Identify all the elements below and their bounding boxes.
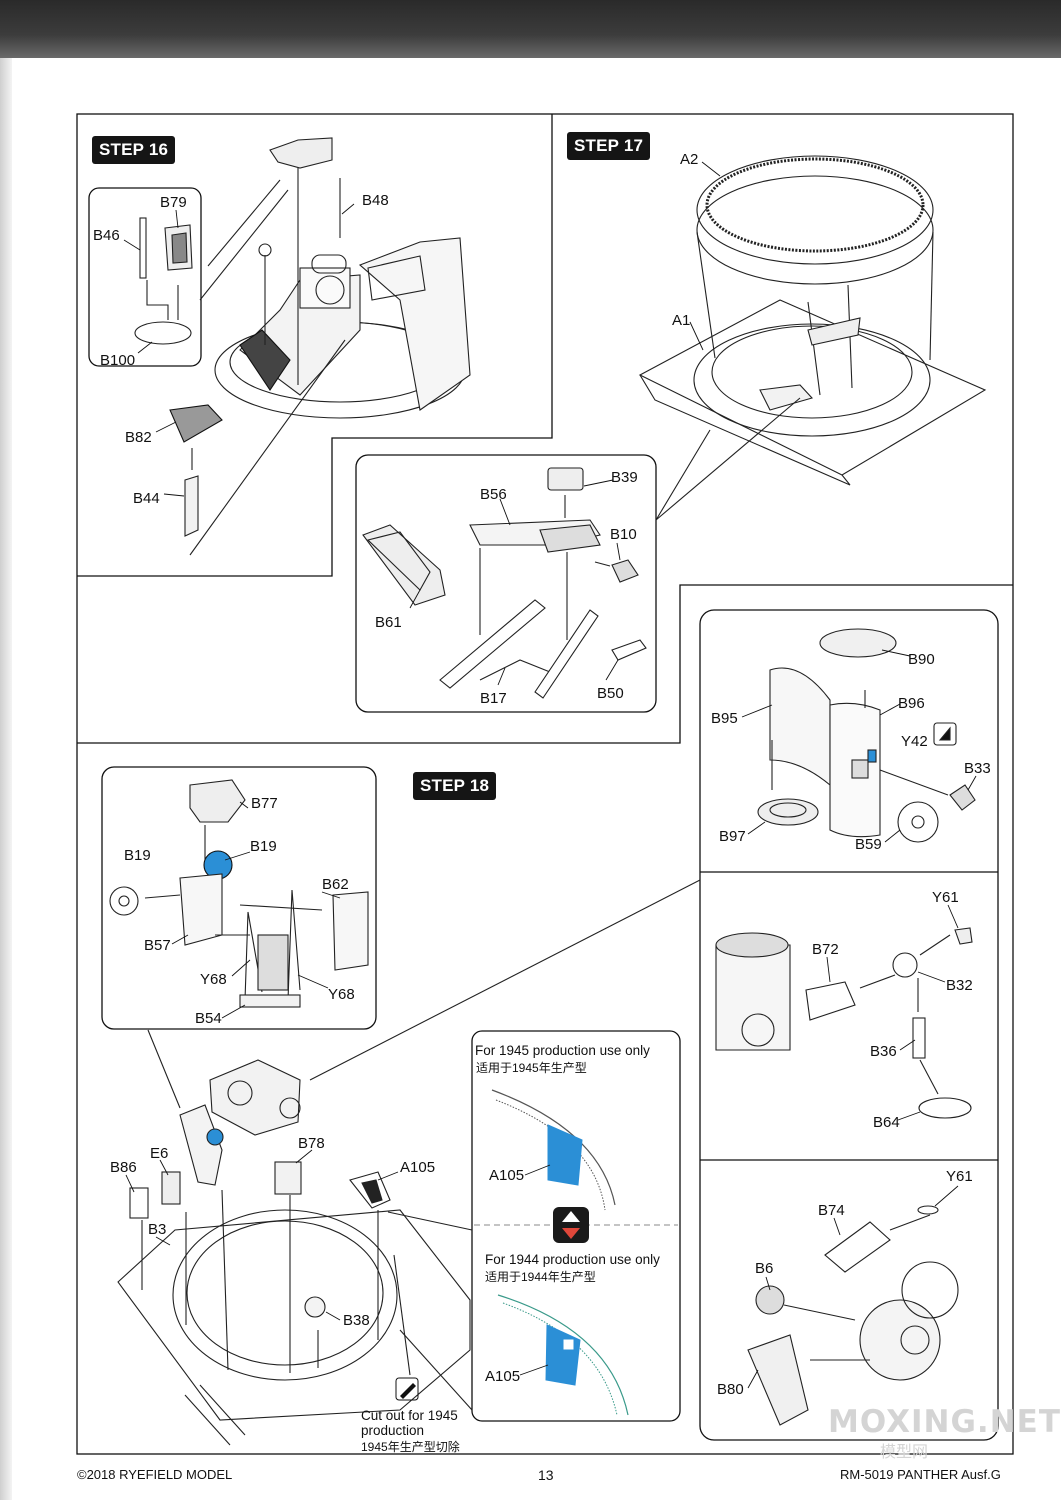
footer-copyright: ©2018 RYEFIELD MODEL: [77, 1467, 233, 1482]
note-cut-en-1: Cut out for 1945: [361, 1408, 458, 1423]
label-B33: B33: [964, 760, 991, 777]
label-B86: B86: [110, 1159, 137, 1176]
label-B6: B6: [755, 1260, 773, 1277]
label-A1: A1: [672, 312, 690, 329]
label-E6: E6: [150, 1145, 168, 1162]
label-B39: B39: [611, 469, 638, 486]
label-B36: B36: [870, 1043, 897, 1060]
step-18-badge: STEP 18: [413, 772, 497, 800]
label-Y42: Y42: [901, 733, 928, 750]
note-1945-cn: 适用于1945年生产型: [476, 1061, 587, 1075]
label-B97: B97: [719, 828, 746, 845]
instruction-sheet: [12, 58, 1061, 1500]
label-B56: B56: [480, 486, 507, 503]
label-A105-main: A105: [400, 1159, 435, 1176]
note-cut-cn: 1945年生产型切除: [361, 1440, 460, 1454]
step18-ring-drawing: [117, 879, 701, 1446]
label-B19-right: B19: [250, 838, 277, 855]
scan-border-top: [0, 0, 1061, 58]
label-A105-1945: A105: [489, 1167, 524, 1184]
label-B48: B48: [362, 192, 389, 209]
step18-divider: [77, 584, 1013, 744]
step17-callout: [355, 454, 657, 713]
watermark-sub: 模型网: [880, 1442, 929, 1461]
label-B82: B82: [125, 429, 152, 446]
label-B95: B95: [711, 710, 738, 727]
scan-border-left: [0, 58, 12, 1500]
variant-drawing: [474, 1089, 678, 1416]
label-A105-1944: A105: [485, 1368, 520, 1385]
label-B64: B64: [873, 1114, 900, 1131]
note-1944-cn: 适用于1944年生产型: [485, 1270, 596, 1284]
label-A2: A2: [680, 151, 698, 168]
label-B74: B74: [818, 1202, 845, 1219]
swap-arrows-icon: [553, 1207, 589, 1243]
note-1944-en: For 1944 production use only: [485, 1252, 660, 1267]
footer-model: RM-5019 PANTHER Ausf.G: [840, 1467, 1001, 1482]
step16-drawing: [134, 137, 471, 556]
production-variant-box: [471, 1030, 681, 1422]
watermark: MOXING.NET: [828, 1404, 1061, 1440]
step17-drawing: [638, 155, 987, 521]
step16-divider: [77, 114, 553, 577]
label-B78: B78: [298, 1135, 325, 1152]
label-B17: B17: [480, 690, 507, 707]
step17-callout-drawing: [362, 467, 647, 699]
step16-callout: [88, 187, 202, 367]
label-B77: B77: [251, 795, 278, 812]
label-B50: B50: [597, 685, 624, 702]
step18-right-drawing: [715, 628, 976, 1426]
label-B19-left: B19: [124, 847, 151, 864]
label-B72: B72: [812, 941, 839, 958]
label-B80: B80: [717, 1381, 744, 1398]
note-cut-en-2: production: [361, 1423, 425, 1438]
step-17-badge: STEP 17: [567, 132, 651, 160]
label-B44: B44: [133, 490, 160, 507]
label-B100: B100: [100, 352, 135, 369]
label-B96: B96: [898, 695, 925, 712]
label-B32: B32: [946, 977, 973, 994]
step18-right-callout: [699, 609, 999, 1441]
footer-page-number: 13: [538, 1467, 554, 1483]
label-B59: B59: [855, 836, 882, 853]
label-B54: B54: [195, 1010, 222, 1027]
label-B62: B62: [322, 876, 349, 893]
page-frame: [76, 113, 1014, 1455]
label-Y68-right: Y68: [328, 986, 355, 1003]
label-B61: B61: [375, 614, 402, 631]
label-Y61-bottom: Y61: [946, 1168, 973, 1185]
label-B3: B3: [148, 1221, 166, 1238]
step18-sight-callout: [101, 766, 377, 1030]
label-B57: B57: [144, 937, 171, 954]
pencil-cut-icon: [395, 1377, 419, 1401]
label-Y68-left: Y68: [200, 971, 227, 988]
label-Y61-mid: Y61: [932, 889, 959, 906]
label-B79: B79: [160, 194, 187, 211]
step18-sight-drawing: [109, 779, 369, 1008]
label-B38: B38: [343, 1312, 370, 1329]
note-1945-en: For 1945 production use only: [475, 1043, 650, 1058]
label-B10: B10: [610, 526, 637, 543]
label-B46: B46: [93, 227, 120, 244]
label-B90: B90: [908, 651, 935, 668]
leader-lines: [123, 161, 977, 1389]
step-16-badge: STEP 16: [92, 136, 176, 164]
